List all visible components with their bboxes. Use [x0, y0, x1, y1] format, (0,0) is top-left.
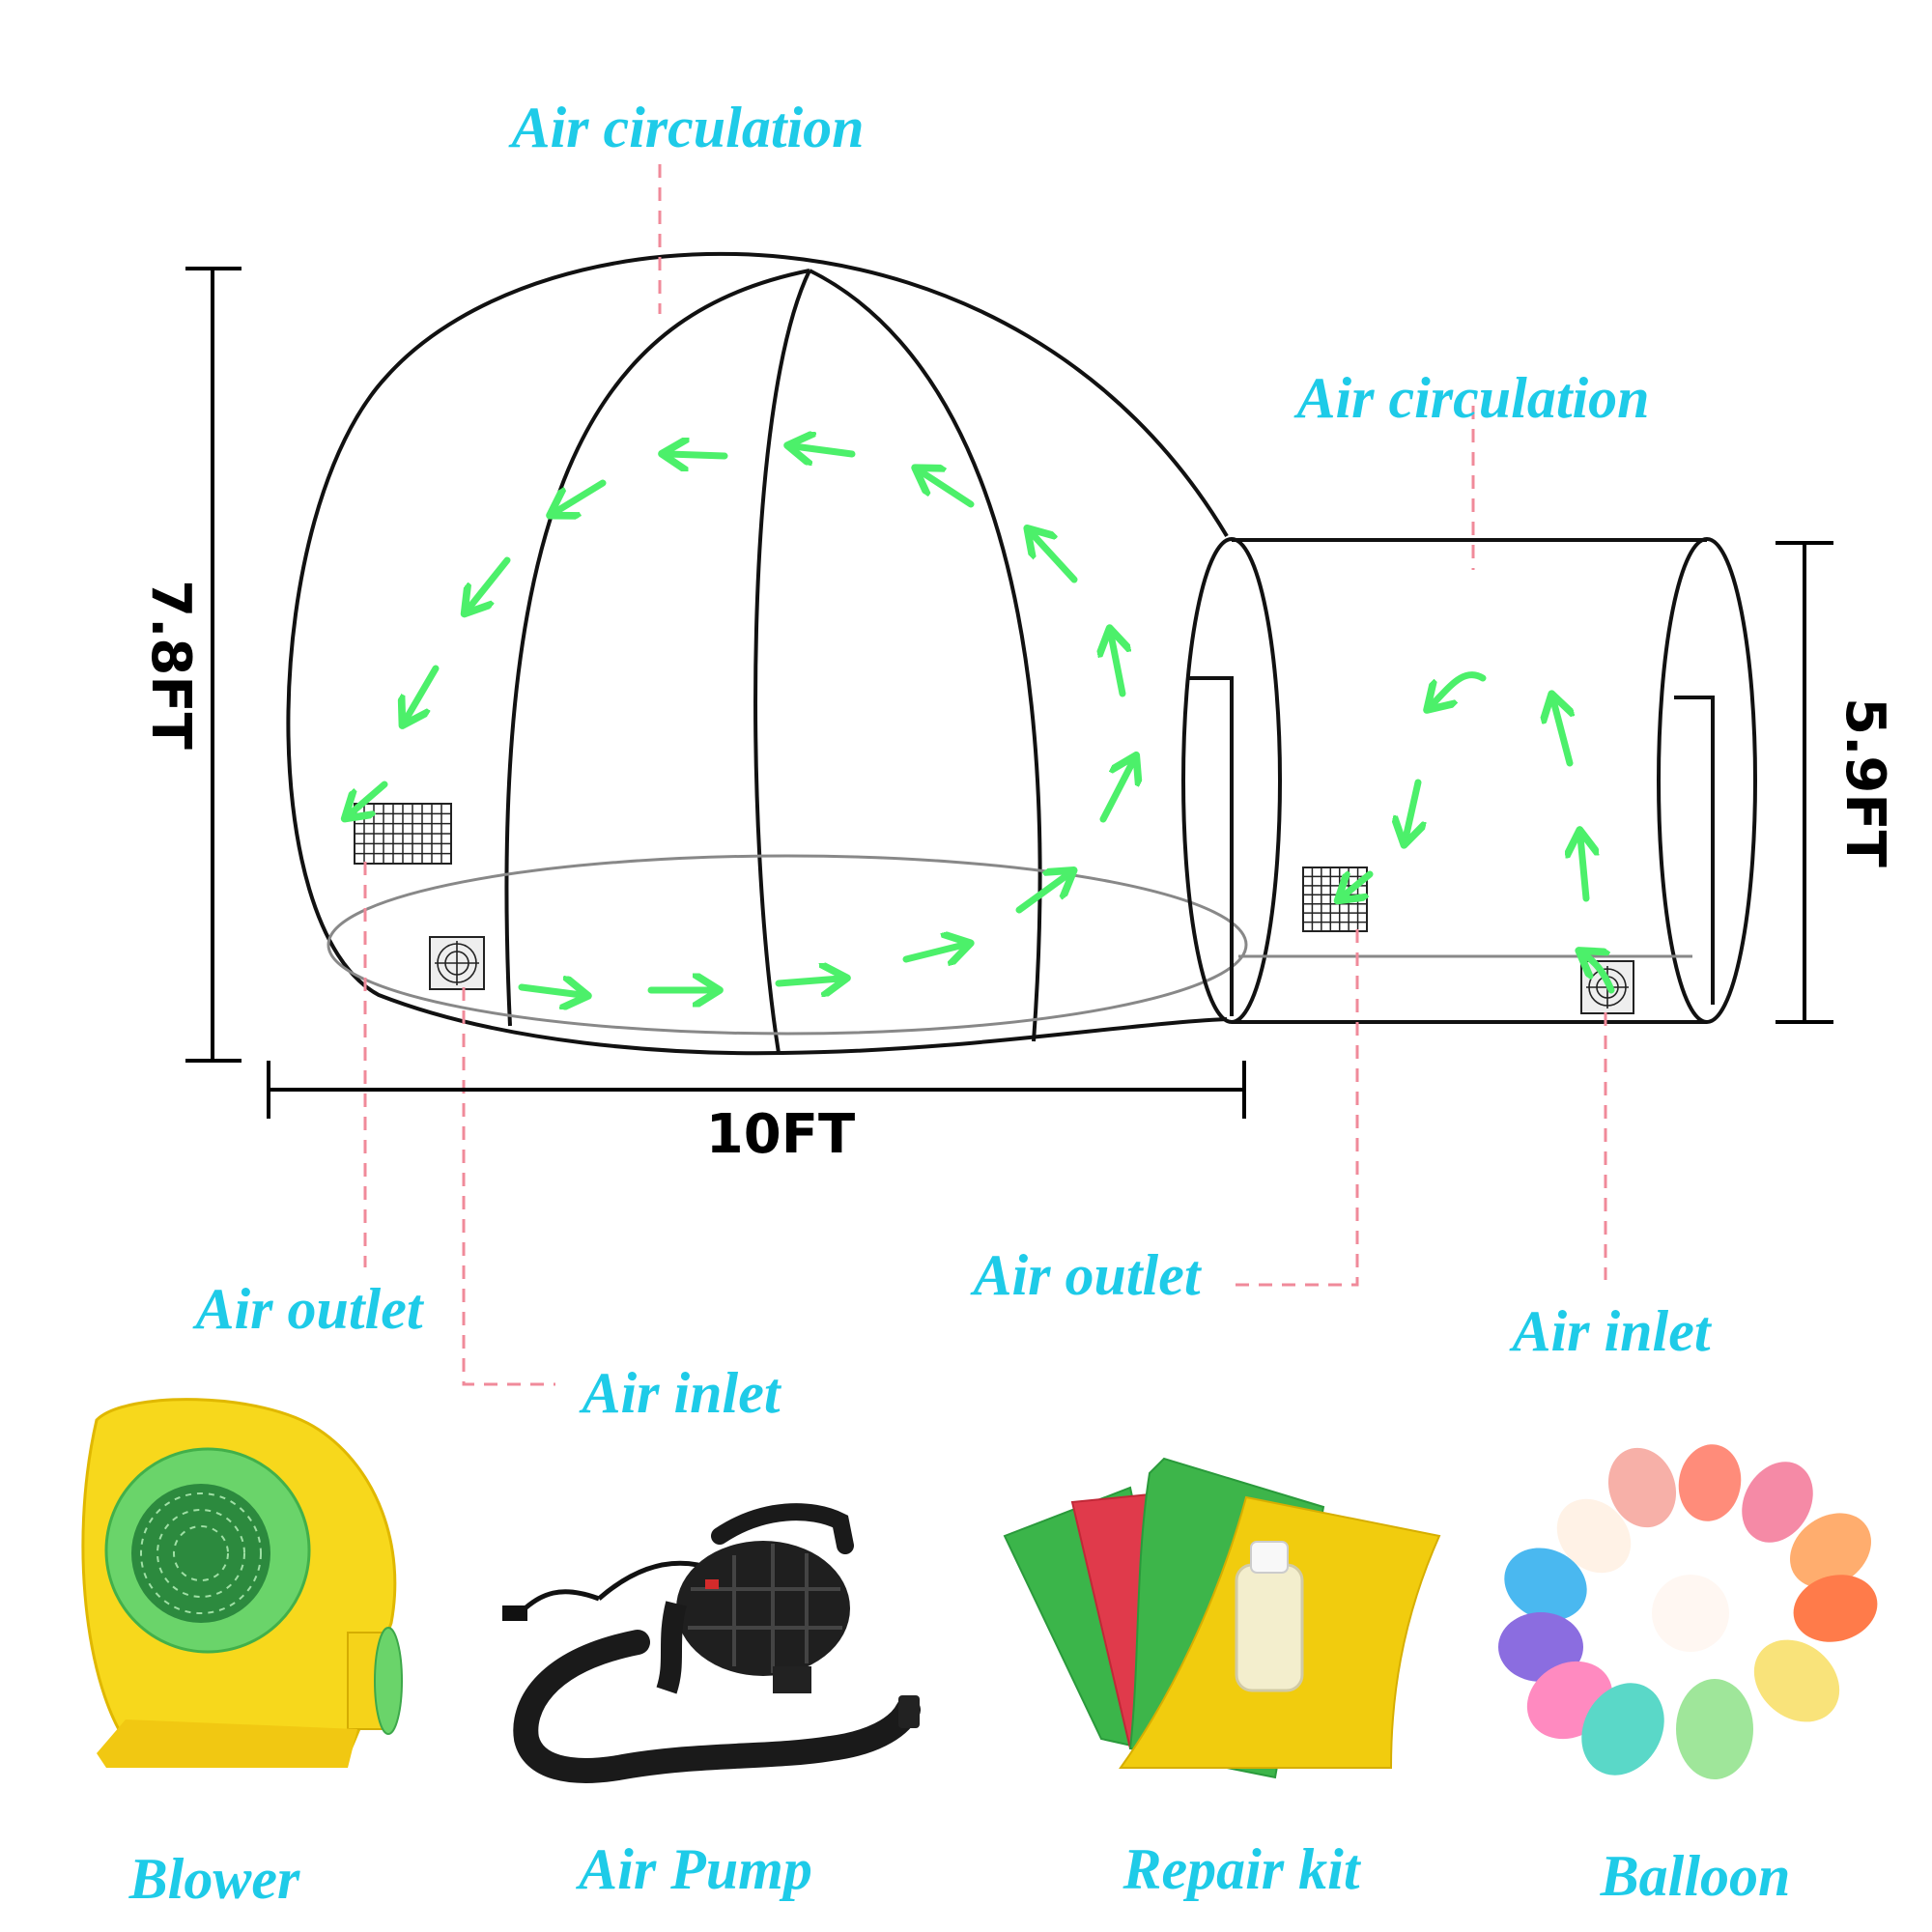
airflow-arrow: [518, 987, 582, 995]
tunnel-air-inlet-label: Air inlet: [1508, 1299, 1712, 1363]
blower-label: Blower: [128, 1847, 300, 1911]
tunnel-outlet-vent: [1302, 867, 1368, 932]
airflow-arrow: [775, 979, 840, 983]
airflow-arrow: [1406, 779, 1418, 838]
airflow-arrow: [902, 945, 964, 959]
dome-air-circulation-label: Air circulation: [507, 96, 864, 159]
air-pump-icon: [502, 1503, 921, 1783]
tunnel-height-label: 5.9FT: [1833, 697, 1896, 867]
dome-outlet-vent: [354, 803, 452, 865]
airflow-arrow: [1584, 954, 1615, 994]
tunnel: [1181, 537, 1757, 1024]
blower-icon: [81, 1398, 403, 1768]
dome-inlet-vent: [429, 936, 485, 990]
airflow-arrow: [1553, 700, 1570, 767]
width-label: 10FT: [706, 1103, 855, 1166]
airflow-arrow: [1099, 761, 1133, 823]
airflow-arrow: [1343, 874, 1374, 896]
airflow-arrow: [350, 781, 388, 814]
airflow-arrow: [1580, 837, 1586, 902]
airflow-arrow: [668, 454, 728, 456]
airflow-arrow: [794, 446, 856, 454]
balloon-label: Balloon: [1600, 1844, 1791, 1908]
airflow-arrow: [406, 665, 440, 720]
tunnel-air-circulation-label: Air circulation: [1293, 366, 1649, 430]
airflow-arrow: [1032, 533, 1078, 583]
airflow-arrow: [1111, 635, 1122, 697]
dome: [286, 251, 1248, 1056]
airflow-arrow: [1432, 671, 1487, 705]
airflow-arrow: [1015, 874, 1068, 914]
dome-air-outlet-label: Air outlet: [191, 1277, 424, 1341]
leader-lines: [363, 164, 1607, 1386]
airflow-arrow: [921, 471, 975, 508]
repair-kit-icon: [1003, 1457, 1441, 1779]
air-pump-label: Air Pump: [575, 1837, 812, 1901]
airflow-arrow: [555, 479, 607, 512]
tunnel-airflow-arrows: [1343, 671, 1615, 994]
repair-kit-label: Repair kit: [1122, 1837, 1361, 1901]
dome-air-inlet-label: Air inlet: [578, 1361, 781, 1425]
dome-airflow-arrows: [350, 446, 1133, 995]
tunnel-air-outlet-label: Air outlet: [969, 1243, 1202, 1307]
dimension-rules: [185, 267, 1833, 1119]
dome-height-label: 7.8FT: [139, 580, 202, 750]
airflow-arrow: [469, 556, 511, 609]
balloon-icon: [1498, 1444, 1878, 1779]
